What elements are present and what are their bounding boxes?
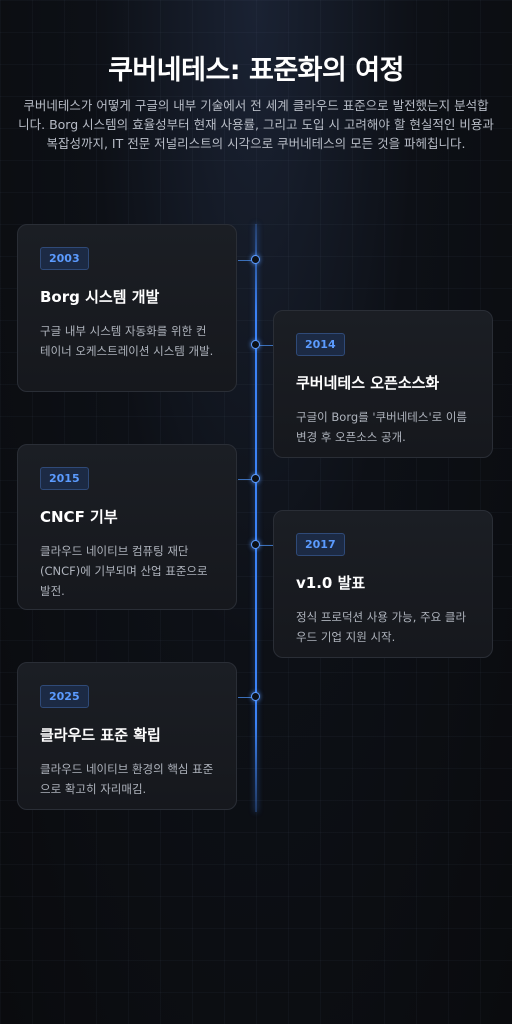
event-description: 클라우드 네이티브 컴퓨팅 재단(CNCF)에 기부되며 산업 표준으로 발전. bbox=[40, 544, 208, 598]
timeline-card-2003: 2003 Borg 시스템 개발 구글 내부 시스템 자동화를 위한 컨테이너 … bbox=[17, 224, 237, 392]
event-title: 클라우드 표준 확립 bbox=[40, 726, 161, 744]
timeline-node bbox=[251, 692, 260, 701]
event-description: 정식 프로덕션 사용 가능, 주요 클라우드 기업 지원 시작. bbox=[296, 610, 467, 644]
timeline-connector bbox=[238, 697, 256, 698]
year-badge: 2017 bbox=[296, 533, 345, 556]
timeline-node bbox=[251, 474, 260, 483]
timeline-card-2014: 2014 쿠버네테스 오픈소스화 구글이 Borg를 '쿠버네테스'로 이름 변… bbox=[273, 310, 493, 458]
year-badge: 2003 bbox=[40, 247, 89, 270]
event-title: CNCF 기부 bbox=[40, 508, 118, 526]
timeline-node bbox=[251, 340, 260, 349]
year-badge: 2014 bbox=[296, 333, 345, 356]
year-badge: 2025 bbox=[40, 685, 89, 708]
year-badge: 2015 bbox=[40, 467, 89, 490]
timeline-line bbox=[255, 224, 257, 812]
page-subtitle: 쿠버네테스가 어떻게 구글의 내부 기술에서 전 세계 클라우드 표준으로 발전… bbox=[18, 98, 494, 151]
timeline-connector bbox=[238, 479, 256, 480]
timeline-connector bbox=[238, 260, 256, 261]
event-description: 구글 내부 시스템 자동화를 위한 컨테이너 오케스트레이션 시스템 개발. bbox=[40, 324, 214, 358]
timeline-connector bbox=[257, 345, 275, 346]
timeline-card-2017: 2017 v1.0 발표 정식 프로덕션 사용 가능, 주요 클라우드 기업 지… bbox=[273, 510, 493, 658]
page-title: 쿠버네테스: 표준화의 여정 bbox=[108, 55, 404, 86]
timeline-node bbox=[251, 540, 260, 549]
event-title: v1.0 발표 bbox=[296, 574, 366, 592]
timeline-card-2025: 2025 클라우드 표준 확립 클라우드 네이티브 환경의 핵심 표준으로 확고… bbox=[17, 662, 237, 810]
event-description: 클라우드 네이티브 환경의 핵심 표준으로 확고히 자리매김. bbox=[40, 762, 214, 796]
event-description: 구글이 Borg를 '쿠버네테스'로 이름 변경 후 오픈소스 공개. bbox=[296, 410, 467, 444]
timeline-node bbox=[251, 255, 260, 264]
timeline-connector bbox=[257, 545, 275, 546]
timeline-card-2015: 2015 CNCF 기부 클라우드 네이티브 컴퓨팅 재단(CNCF)에 기부되… bbox=[17, 444, 237, 610]
event-title: 쿠버네테스 오픈소스화 bbox=[296, 374, 440, 392]
event-title: Borg 시스템 개발 bbox=[40, 288, 160, 306]
